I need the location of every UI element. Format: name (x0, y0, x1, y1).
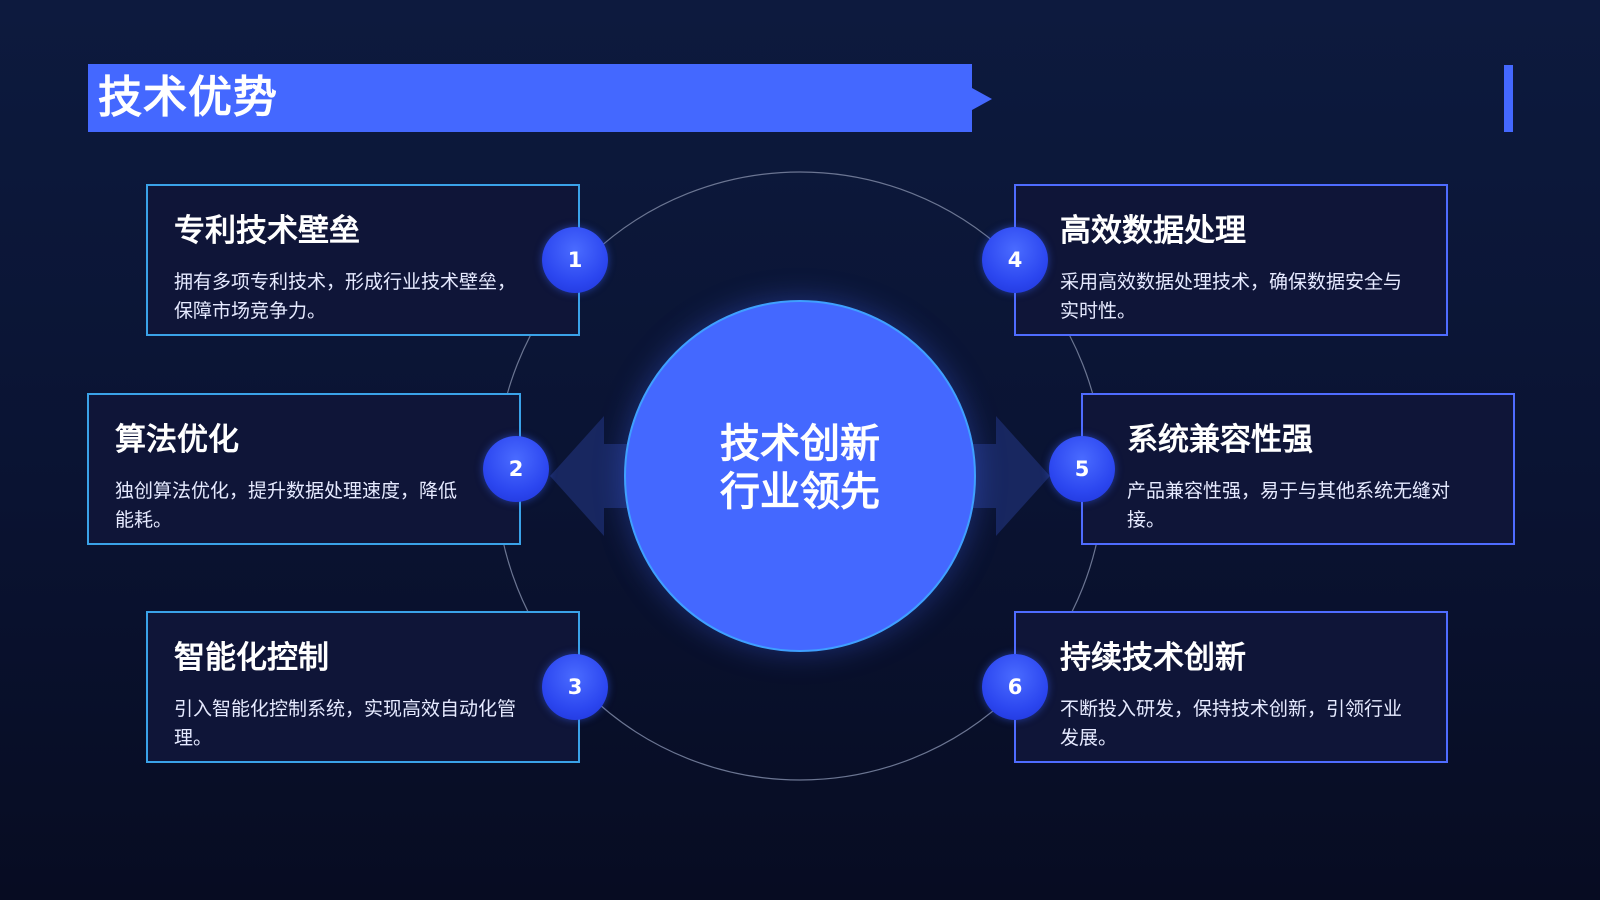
feature-title: 算法优化 (115, 422, 239, 458)
feature-description: 不断投入研发，保持技术创新，引领行业发展。 (1060, 698, 1403, 749)
number-badge-3: 3 (542, 654, 608, 720)
center-line-2: 行业领先 (720, 469, 880, 515)
feature-card-5: 系统兼容性强 产品兼容性强，易于与其他系统无缝对接。 (1081, 393, 1515, 545)
feature-card-1: 专利技术壁垒 拥有多项专利技术，形成行业技术壁垒，保障市场竞争力。 (146, 184, 580, 336)
title-banner: 技术优势 (88, 64, 992, 132)
feature-description: 拥有多项专利技术，形成行业技术壁垒，保障市场竞争力。 (174, 271, 517, 322)
feature-title: 系统兼容性强 (1127, 422, 1313, 458)
feature-title: 高效数据处理 (1060, 213, 1246, 249)
feature-title: 智能化控制 (174, 640, 329, 676)
page-title: 技术优势 (98, 72, 278, 123)
number-badge-4: 4 (982, 227, 1048, 293)
accent-bar (1504, 65, 1513, 132)
feature-card-6: 持续技术创新 不断投入研发，保持技术创新，引领行业发展。 (1014, 611, 1448, 763)
center-text: 技术创新 行业领先 (626, 420, 974, 516)
feature-description: 引入智能化控制系统，实现高效自动化管理。 (174, 698, 517, 749)
feature-card-2: 算法优化 独创算法优化，提升数据处理速度，降低能耗。 (87, 393, 521, 545)
center-line-1: 技术创新 (720, 421, 880, 467)
feature-description: 产品兼容性强，易于与其他系统无缝对接。 (1127, 480, 1451, 531)
feature-card-3: 智能化控制 引入智能化控制系统，实现高效自动化管理。 (146, 611, 580, 763)
center-circle: 技术创新 行业领先 (624, 300, 976, 652)
number-badge-2: 2 (483, 436, 549, 502)
number-badge-5: 5 (1049, 436, 1115, 502)
number-badge-1: 1 (542, 227, 608, 293)
number-badge-6: 6 (982, 654, 1048, 720)
arrow-left-shape (550, 416, 640, 536)
feature-description: 采用高效数据处理技术，确保数据安全与实时性。 (1060, 271, 1403, 322)
feature-title: 持续技术创新 (1060, 640, 1246, 676)
feature-title: 专利技术壁垒 (174, 213, 360, 249)
arrow-right-shape (960, 416, 1050, 536)
feature-card-4: 高效数据处理 采用高效数据处理技术，确保数据安全与实时性。 (1014, 184, 1448, 336)
feature-description: 独创算法优化，提升数据处理速度，降低能耗。 (115, 480, 458, 531)
